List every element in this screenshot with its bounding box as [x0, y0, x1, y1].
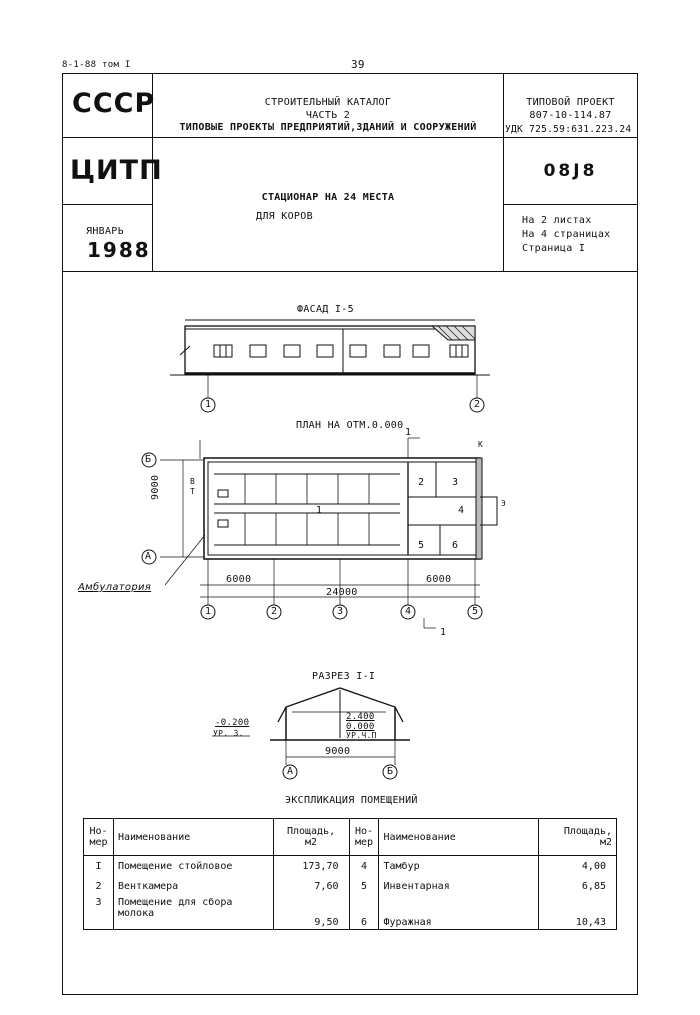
plan-title: ПЛАН НА ОТМ.0.000 [296, 420, 404, 431]
row-area-2: 6,85 [538, 877, 617, 896]
facade-axis-1: 1 [205, 399, 212, 410]
facade-axis-2: 2 [474, 399, 481, 410]
row-area-2: 4,00 [538, 855, 617, 878]
room-5: 5 [418, 540, 425, 551]
row-name: Венткамера [112, 877, 274, 896]
plan-dim-total: 24000 [326, 587, 358, 598]
plan-axis-4: 4 [405, 606, 412, 617]
section-title: РАЗРЕЗ I-I [312, 671, 376, 682]
table-row: 2 Венткамера 7,60 5 Инвентарная 6,85 [83, 877, 617, 896]
table-row: I Помещение стойловое 173,70 4 Тамбур 4,… [83, 855, 617, 878]
sheets-text: На 2 листах [522, 215, 592, 226]
mark-v: В [190, 477, 196, 486]
header-num-2: Но- мер [348, 818, 380, 856]
header-num: Но- мер [83, 818, 114, 856]
level-floor: УР.Ч.П [346, 731, 377, 740]
series-label: 8-1-88 том I [62, 60, 131, 70]
udk-code: УДК 725.59:631.223.24 [505, 124, 632, 135]
room-6: 6 [452, 540, 459, 551]
row-name-2: Фуражная [378, 895, 540, 930]
mark-k: К [478, 440, 484, 449]
row-area: 7,60 [272, 877, 350, 896]
level-zero: 0.000 [346, 722, 375, 732]
row-num-2: 4 [348, 855, 380, 878]
header-area-2: Площадь, м2 [538, 818, 617, 856]
plan-axis-3: 3 [337, 606, 344, 617]
plan-axis-2: 2 [271, 606, 278, 617]
row-name: Помещение для сбора молока [112, 895, 274, 930]
explication-title: ЭКСПЛИКАЦИЯ ПОМЕЩЕНИЙ [285, 795, 418, 806]
header-name: Наименование [112, 818, 274, 856]
plan-axis-1: 1 [205, 606, 212, 617]
room-2: 2 [418, 477, 425, 488]
section-axis-b: Б [387, 766, 394, 777]
row-name-2: Инвентарная [378, 877, 540, 896]
plan-axis-b: Б [145, 454, 152, 465]
row-area-2: 10,43 [538, 895, 617, 930]
table-row: 3 Помещение для сбора молока 9,50 6 Фура… [83, 895, 617, 930]
row-num-2: 6 [348, 895, 380, 930]
ambulatory-label: Амбулатория [78, 582, 152, 593]
month-text: ЯНВАРЬ [86, 226, 124, 237]
plan-axis-a: А [145, 551, 152, 562]
level-minus: -0.200 [215, 718, 250, 728]
cut-mark-bottom: 1 [440, 627, 447, 638]
project-title-line1: СТАЦИОНАР НА 24 МЕСТА [261, 192, 395, 203]
explication-table: Но- мер Наименование Площадь, м2 Но- мер… [83, 818, 617, 930]
row-area: 173,70 [272, 855, 350, 878]
cut-mark-top: 1 [405, 427, 412, 438]
section-drawing [212, 687, 410, 765]
level-2400: 2.400 [346, 712, 375, 722]
pages-text: На 4 страницах [522, 229, 611, 240]
room-1: 1 [316, 505, 323, 516]
facade-drawing [170, 319, 490, 398]
table-header-row: Но- мер Наименование Площадь, м2 Но- мер… [83, 818, 617, 856]
header-name-2: Наименование [378, 818, 540, 856]
project-title-line2: ДЛЯ КОРОВ [256, 211, 313, 222]
mark-e: Э [501, 499, 507, 508]
org1-text: СССР [72, 88, 156, 119]
row-name: Помещение стойловое [112, 855, 274, 878]
project-number: 807-10-114.87 [529, 110, 612, 121]
section-axis-a: А [287, 766, 294, 777]
plan-dim-left: 6000 [226, 574, 252, 585]
mark-t: Т [190, 487, 196, 496]
row-num: 2 [83, 877, 114, 896]
level-ground: УР. З. [213, 729, 244, 738]
catalog-line3: ТИПОВЫЕ ПРОЕКТЫ ПРЕДПРИЯТИЙ,ЗДАНИЙ И СОО… [179, 122, 477, 133]
plan-drawing [160, 345, 498, 629]
room-3: 3 [452, 477, 459, 488]
page-number: 39 [351, 58, 365, 71]
plan-dim-width: 9000 [150, 474, 161, 500]
plan-axis-5: 5 [472, 606, 479, 617]
code-text: 08J8 [543, 161, 598, 181]
year-text: 1988 [87, 238, 151, 262]
sheets-cell [503, 204, 638, 272]
row-name-2: Тамбур [378, 855, 540, 878]
org2-text: ЦИТП [70, 155, 163, 186]
header-area: Площадь, м2 [272, 818, 350, 856]
row-num: 3 [83, 895, 114, 930]
catalog-line1: СТРОИТЕЛЬНЫЙ КАТАЛОГ [264, 97, 392, 108]
plan-dim-right: 6000 [426, 574, 452, 585]
section-dim: 9000 [325, 746, 351, 757]
page-text: Страница I [522, 243, 586, 254]
catalog-line2: ЧАСТЬ 2 [305, 110, 351, 121]
facade-title: ФАСАД I-5 [297, 304, 354, 315]
project-type: ТИПОВОЙ ПРОЕКТ [526, 97, 615, 108]
row-area: 9,50 [272, 895, 350, 930]
room-4: 4 [458, 505, 465, 516]
row-num-2: 5 [348, 877, 380, 896]
row-num: I [83, 855, 114, 878]
